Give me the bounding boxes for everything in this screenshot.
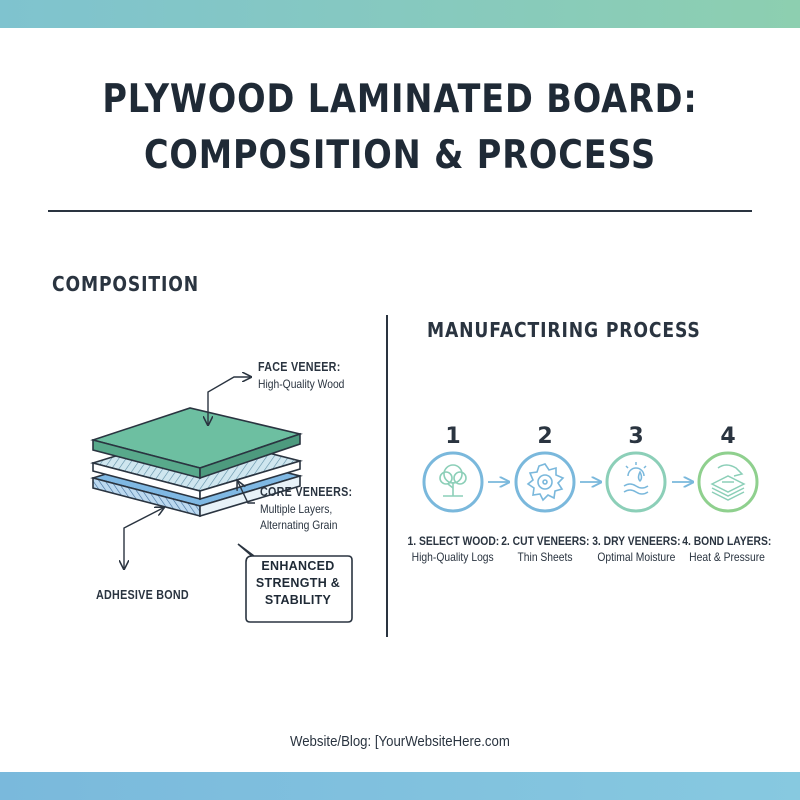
core-veneers-sublabel-2: Alternating Grain <box>260 518 338 532</box>
step-1-title-text: 1. SELECT WOOD: <box>407 534 499 548</box>
step-4-subtitle-text: Heat & Pressure <box>689 550 765 564</box>
footer-website-text[interactable]: Website/Blog: [YourWebsiteHere.com <box>290 733 510 750</box>
step-3-title: 3. DRY VENEERS: <box>576 534 696 548</box>
step-4-number: 4 <box>720 424 736 449</box>
step-2-number: 2 <box>537 424 553 449</box>
face-veneer-sublabel: High-Quality Wood <box>258 377 345 391</box>
step-4-subtitle: Heat & Pressure <box>667 550 787 564</box>
page-title: PLYWOOD LAMINATED BOARD: COMPOSITION & P… <box>56 72 744 184</box>
page-title-line-2: COMPOSITION & PROCESS <box>143 133 657 178</box>
step-2-title: 2. CUT VENEERS: <box>485 534 605 548</box>
step-1-subtitle: High-Quality Logs <box>393 550 513 564</box>
step-1-title: 1. SELECT WOOD: <box>393 534 513 548</box>
composition-heading: COMPOSITION <box>52 272 199 296</box>
section-divider <box>386 315 388 637</box>
top-accent-bar <box>0 0 800 28</box>
face-veneer-label: FACE VENEER: <box>258 360 341 374</box>
step-4-circle <box>697 451 759 513</box>
bottom-accent-bar <box>0 772 800 800</box>
callout-box <box>237 543 353 623</box>
step-3-number: 3 <box>628 424 644 449</box>
adhesive-bond-label: ADHESIVE BOND <box>96 588 189 602</box>
step-1-circle <box>422 451 484 513</box>
step-4-title-text: 4. BOND LAYERS: <box>682 534 772 548</box>
callout-text: ENHANCED STRENGTH & STABILITY <box>248 558 348 609</box>
core-veneer-middle <box>90 432 303 501</box>
process-heading: MANUFACTIRING PROCESS <box>427 318 701 342</box>
callout-line-2: STRENGTH & <box>255 576 341 590</box>
step-3-subtitle-text: Optimal Moisture <box>596 550 675 564</box>
sun-moisture-icon <box>623 462 649 495</box>
step-3-title-text: 3. DRY VENEERS: <box>591 534 681 548</box>
step-2-subtitle-text: Thin Sheets <box>517 550 573 564</box>
footer-website[interactable]: Website/Blog: [YourWebsiteHere.com <box>0 733 800 750</box>
step-1-subtitle-text: High-Quality Logs <box>411 550 495 564</box>
saw-blade-icon <box>526 463 565 502</box>
callout-line-1: ENHANCED <box>261 559 335 573</box>
step-3-circle <box>605 451 667 513</box>
callout-line-3: STABILITY <box>264 593 332 607</box>
step-1-number: 1 <box>445 424 461 449</box>
tree-icon <box>439 464 467 497</box>
core-veneers-label: CORE VENEERS: <box>260 485 353 499</box>
step-4-title: 4. BOND LAYERS: <box>667 534 787 548</box>
face-veneer-pointer <box>208 377 250 424</box>
step-3-subtitle: Optimal Moisture <box>576 550 696 564</box>
page-title-line-1: PLYWOOD LAMINATED BOARD: <box>102 77 698 122</box>
pressed-layers-icon <box>710 464 746 501</box>
step-2-subtitle: Thin Sheets <box>485 550 605 564</box>
adhesive-pointer <box>124 508 163 568</box>
step-2-circle <box>514 451 576 513</box>
core-veneer-pointer <box>238 482 255 504</box>
core-veneers-sublabel-1: Multiple Layers, <box>260 502 333 516</box>
step-2-title-text: 2. CUT VENEERS: <box>500 534 590 548</box>
title-divider <box>48 210 752 212</box>
